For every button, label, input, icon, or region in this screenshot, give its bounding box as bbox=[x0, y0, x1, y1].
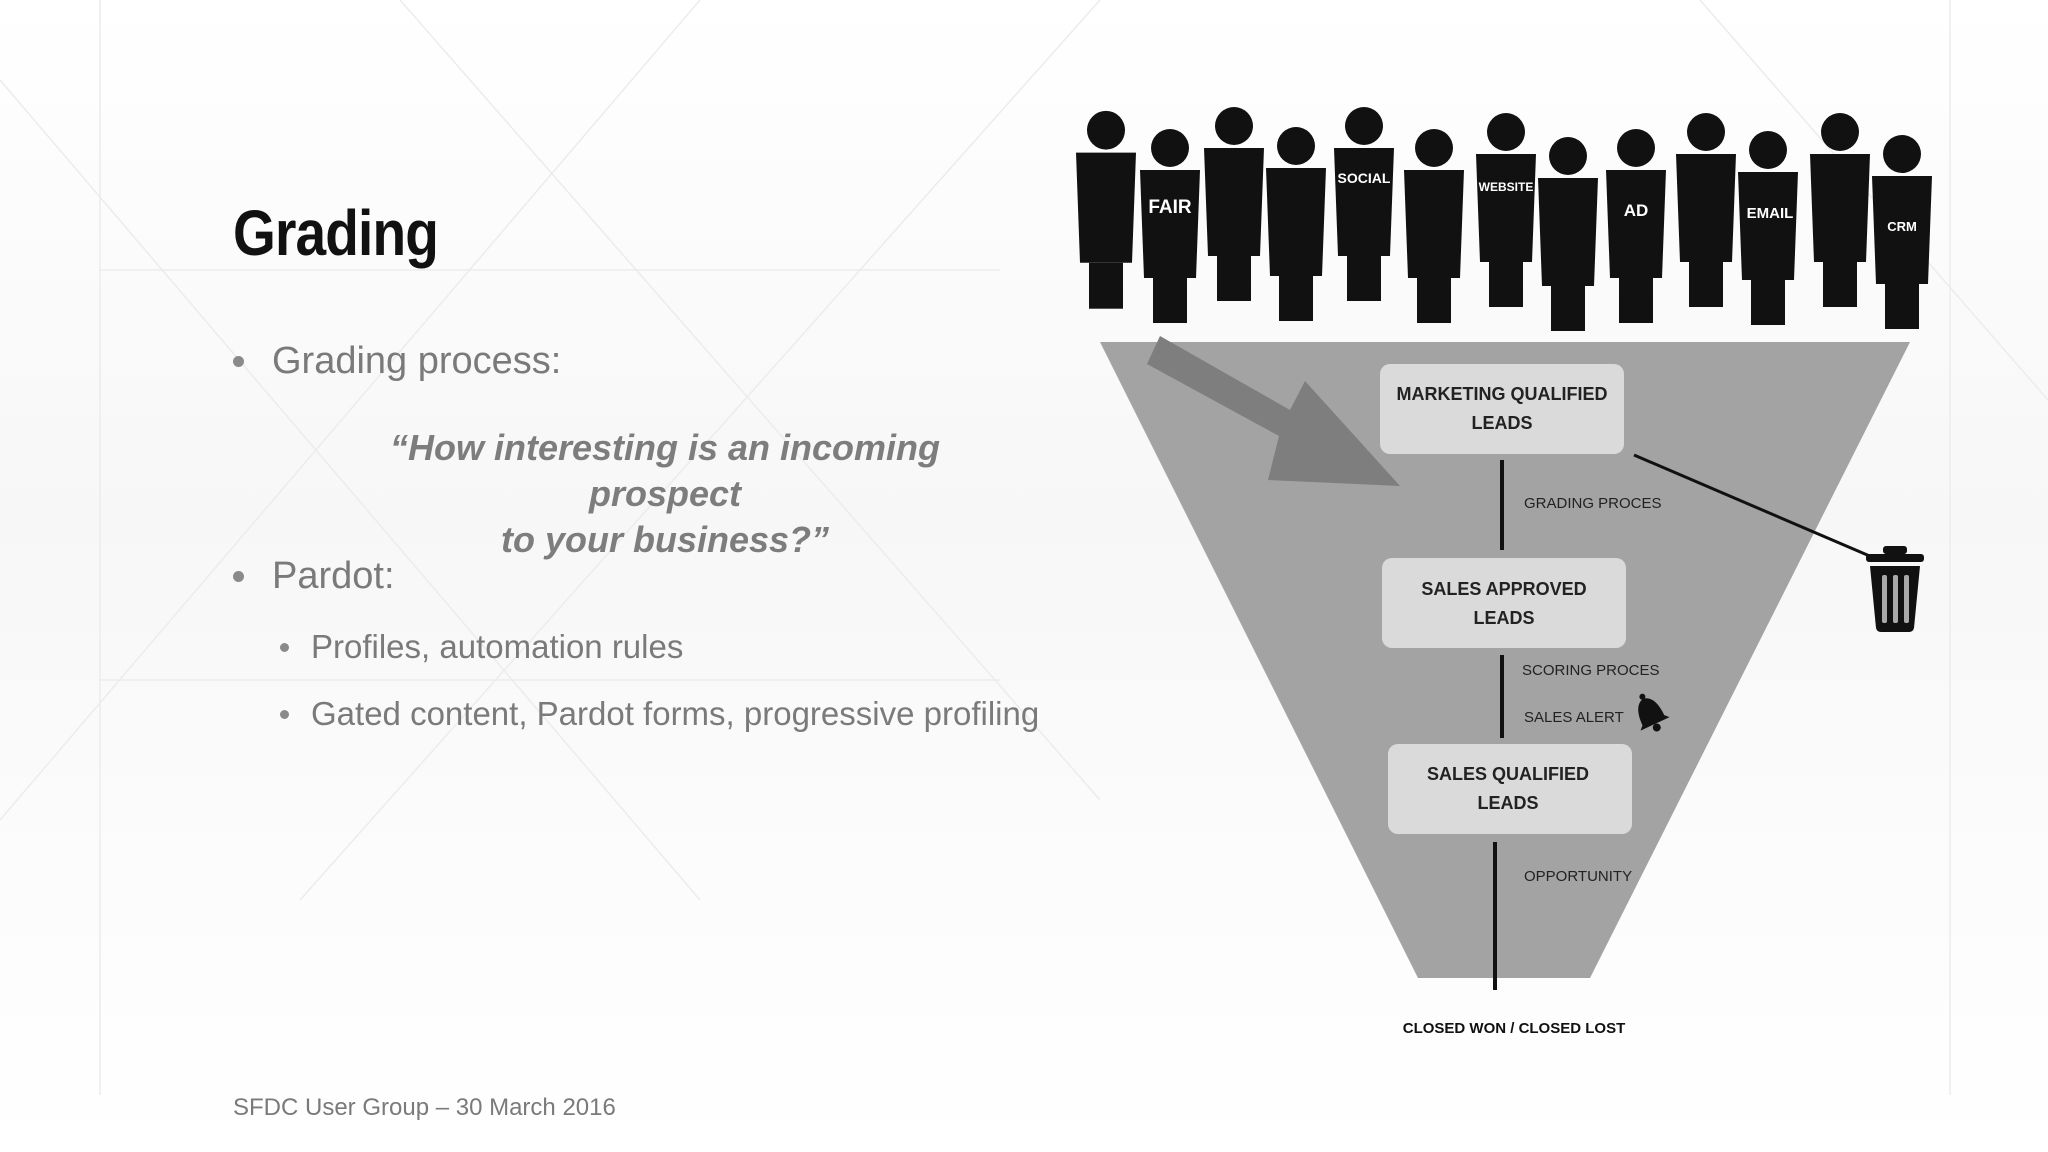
person-icon bbox=[1076, 110, 1136, 309]
grading-quote: “How interesting is an incoming prospect… bbox=[330, 425, 1000, 563]
person-icon bbox=[1810, 113, 1870, 307]
slide-footer: SFDC User Group – 30 March 2016 bbox=[233, 1094, 616, 1121]
person-icon bbox=[1404, 129, 1464, 323]
slide-title: Grading bbox=[233, 197, 439, 269]
entry-arrow bbox=[1147, 336, 1400, 486]
bullet-dot bbox=[280, 709, 289, 719]
trash-icon bbox=[1866, 546, 1924, 632]
label-ad: AD bbox=[1624, 201, 1649, 220]
people-labels: FAIR SOCIAL WEBSITE AD EMAIL CRM bbox=[1148, 170, 1916, 234]
label-website: WEBSITE bbox=[1479, 180, 1534, 194]
person-icon bbox=[1334, 107, 1394, 301]
stage-sql-line1: SALES QUALIFIED bbox=[1427, 764, 1589, 784]
stage-sql: SALES QUALIFIED LEADS bbox=[1388, 744, 1632, 834]
person-icon bbox=[1266, 127, 1326, 321]
person-icon bbox=[1676, 113, 1736, 307]
person-icon bbox=[1476, 113, 1536, 307]
label-fair: FAIR bbox=[1148, 197, 1192, 218]
stage-mql-line2: LEADS bbox=[1471, 413, 1532, 433]
step-grading: GRADING PROCES bbox=[1524, 495, 1662, 512]
stage-mql: MARKETING QUALIFIED LEADS bbox=[1380, 364, 1624, 454]
label-crm: CRM bbox=[1887, 219, 1917, 234]
step-opportunity: OPPORTUNITY bbox=[1524, 868, 1632, 885]
stage-connectors bbox=[1493, 453, 1873, 990]
sub-bullet-profiles: Profiles, automation rules bbox=[280, 628, 683, 666]
stage-sal-line2: LEADS bbox=[1473, 608, 1534, 628]
bullet-text: Gated content, Pardot forms, progressive… bbox=[311, 695, 1040, 732]
bullet-dot bbox=[280, 642, 289, 652]
stage-sql-line2: LEADS bbox=[1477, 793, 1538, 813]
bullet-text: Pardot: bbox=[272, 555, 395, 597]
person-icon bbox=[1606, 129, 1666, 323]
stage-sal-line1: SALES APPROVED bbox=[1421, 579, 1586, 599]
label-social: SOCIAL bbox=[1338, 170, 1391, 186]
stage-mql-line1: MARKETING QUALIFIED bbox=[1397, 384, 1608, 404]
person-icon bbox=[1204, 107, 1264, 301]
bullet-grading-process: Grading process: bbox=[233, 340, 561, 383]
quote-line-1: “How interesting is an incoming prospect bbox=[389, 427, 941, 514]
step-sales-alert: SALES ALERT bbox=[1524, 709, 1624, 726]
label-email: EMAIL bbox=[1747, 205, 1794, 222]
bullet-text: Profiles, automation rules bbox=[311, 628, 684, 665]
bullet-dot bbox=[233, 571, 244, 582]
bell-icon bbox=[1638, 693, 1670, 732]
person-icon bbox=[1538, 137, 1598, 331]
step-scoring: SCORING PROCES bbox=[1522, 662, 1660, 679]
person-icon bbox=[1738, 131, 1798, 325]
bullet-dot bbox=[233, 356, 244, 367]
bullet-text: Grading process: bbox=[272, 340, 562, 382]
people-crowd bbox=[1076, 107, 1932, 331]
person-icon bbox=[1140, 129, 1200, 323]
funnel-shape bbox=[1100, 342, 1910, 978]
sub-bullet-gated-content: Gated content, Pardot forms, progressive… bbox=[280, 695, 1039, 733]
bullet-pardot: Pardot: bbox=[233, 555, 395, 598]
quote-line-2: to your business?” bbox=[500, 519, 830, 560]
outcome-label: CLOSED WON / CLOSED LOST bbox=[1403, 1020, 1626, 1037]
stage-sal: SALES APPROVED LEADS bbox=[1382, 558, 1626, 648]
